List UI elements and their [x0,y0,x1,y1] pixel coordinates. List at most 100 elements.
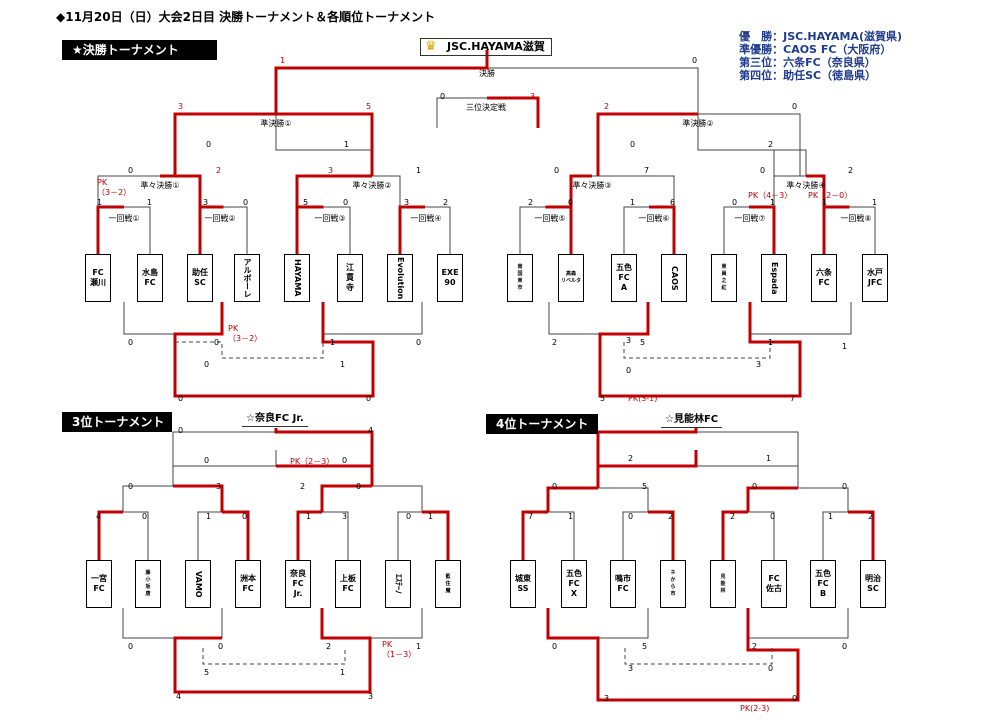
f-r1-win [521,510,548,560]
final-winner-line [274,50,489,114]
t-low [122,608,223,639]
score-label: 1 [206,512,212,521]
score-label: 2 [443,198,449,207]
score-label: 0 [243,198,249,207]
score-label: 3 [404,198,410,207]
score-label: 0 [842,642,848,651]
f-line [598,450,698,468]
score-label: 0 [842,482,848,491]
score-label: 0 [206,140,212,149]
score-label: 0 [406,512,412,521]
score-label: 0 [128,642,134,651]
team-name: 見 能 林 [720,573,726,594]
team-box-main: 南 国 東 市 [507,254,533,302]
score-label: 0 [204,456,210,465]
score-label: 0 [792,102,798,111]
team-box-third: 奈良 FC Jr. [285,560,311,608]
score-label: 0 [342,456,348,465]
team-name: ｴｽﾃｰﾉ [394,574,403,594]
score-label: 0 [343,198,349,207]
lower-red-line [173,302,375,398]
score-label: 3 [203,198,209,207]
team-box-main: 江 貫 寺 [337,254,363,302]
team-name: ネ か ら 市 [670,570,676,597]
third-place-winner-line [487,96,540,128]
f-low [747,608,849,639]
result-4th: 第四位：助任SC（徳島県） [739,69,877,82]
round-third-place: 三位決定戦 [466,103,506,112]
score-label: 0 [628,512,634,521]
round-sf1: 準決勝① [260,119,292,128]
f-r2-win [546,486,598,512]
score-label: 2 [848,166,854,175]
fourth-winner: ☆見能林FC [661,413,723,428]
score-label: 0 [554,166,560,175]
score-label: 3 [328,166,334,175]
score-label: 5 [640,338,646,347]
score-label: 0 [732,198,738,207]
sf-winner-line [596,112,698,176]
third-tournament-header: 3位トーナメント [62,412,172,432]
score-label: 2 [528,198,534,207]
team-box-third: 上板 FC [335,560,361,608]
team-box-main: Espada [761,254,787,302]
team-name: FC 瀬川 [90,268,106,287]
t-r1-win [422,510,450,560]
result-3rd: 第三位：六条FC（奈良県） [739,56,876,69]
team-box-main: 水島 FC [137,254,163,302]
team-box-main: EXE 90 [437,254,463,302]
round-r1-1: 一回戦① [108,214,140,223]
team-name: FC 佐古 [766,574,782,593]
f-r2-line [547,487,649,512]
f-r1-win [721,510,748,560]
score-label: PK （3－2） [97,178,132,197]
score-label: 0 [214,338,220,347]
score-label: 7 [790,394,796,403]
lower-line [623,342,771,359]
score-label: PK（2－0） [808,191,853,200]
team-box-main: 東 員 之 紅 [711,254,737,302]
score-label: 4 [96,512,102,521]
team-name: VAMO [194,570,203,598]
score-label: 5 [642,642,648,651]
score-label: 3 [626,336,632,345]
team-name: 五色 FC X [566,569,582,598]
team-box-main: アルボーレ [234,254,260,302]
team-box-fourth: 城東 SS [510,560,536,608]
round-final: 決勝 [479,69,495,78]
score-label: 5 [204,668,210,677]
team-name: 六条 FC [816,268,832,287]
sf-line [275,114,372,151]
score-label: 0 [142,512,148,521]
round-r1-4: 一回戦④ [410,214,442,223]
score-label: 0 [760,166,766,175]
round-r1-7: 一回戦⑦ [734,214,766,223]
score-label: 1 [568,512,574,521]
qf-winner-line [160,174,202,207]
team-name: Espada [770,261,779,295]
score-label: 3 [178,102,184,111]
third-winner: ☆奈良FC Jr. [242,412,308,427]
score-label: 0 [692,56,698,65]
score-label: 3 [756,360,762,369]
score-label: 7 [528,512,534,521]
t-low-red [173,608,372,694]
score-label: 2 [216,166,222,175]
score-label: 0 [416,338,422,347]
score-label: 2 [552,338,558,347]
score-label: 2 [668,512,674,521]
score-label: 2 [768,140,774,149]
f-low [547,608,649,639]
f-low-red [546,608,800,702]
score-label: 0 [552,642,558,651]
score-label: 2 [868,512,874,521]
score-label: 1 [147,198,153,207]
score-label: 0 [770,512,776,521]
score-label: 5 [600,394,606,403]
score-label: 1 [872,198,878,207]
team-name: 洲本 FC [240,574,256,593]
team-box-main: FC 瀬川 [85,254,111,302]
result-1st: 優 勝：JSC.HAYAMA(滋賀県) [739,30,902,43]
score-label: 0 [218,642,224,651]
